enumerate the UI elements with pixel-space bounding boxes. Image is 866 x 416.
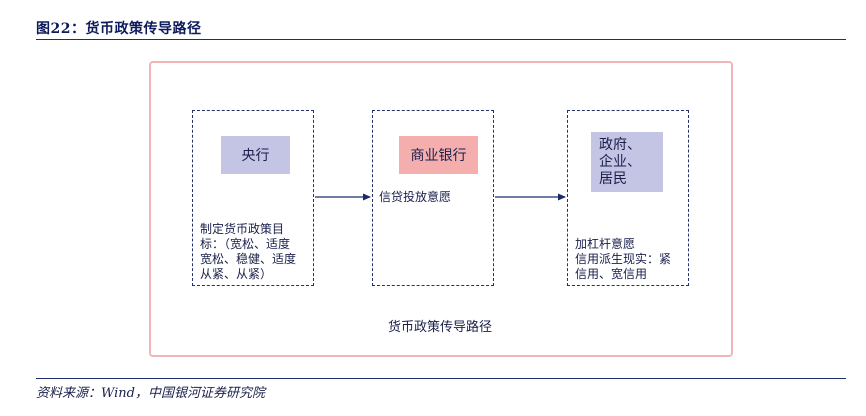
- agents-label-line-1: 政府、: [599, 136, 641, 153]
- stage-commercial-bank: [372, 110, 494, 286]
- economic-agents-node: 政府、 企业、 居民: [591, 132, 663, 192]
- commercial-bank-node: 商业银行: [399, 136, 478, 174]
- header-divider: [36, 39, 846, 40]
- diagram-caption: 货币政策传导路径: [387, 320, 492, 335]
- central-bank-node: 央行: [221, 136, 290, 174]
- central-bank-description: 制定货币政策目 标：（宽松、适度 宽松、稳健、适度 从紧、从紧）: [200, 222, 297, 281]
- source-note: 资料来源：Wind，中国银河证券研究院: [36, 386, 265, 401]
- commercial-bank-description: 信贷投放意愿: [379, 190, 452, 204]
- economic-agents-description: 加杠杆意愿 信用派生现实：紧 信用、宽信用: [575, 237, 672, 281]
- central-bank-label: 央行: [241, 148, 270, 164]
- footer-divider: [36, 378, 846, 379]
- diagram-frame: [149, 61, 733, 357]
- commercial-bank-label: 商业银行: [410, 148, 467, 164]
- agents-label-line-3: 居民: [599, 170, 627, 187]
- agents-label-line-2: 企业、: [599, 153, 641, 170]
- stage-central-bank: [192, 110, 314, 286]
- stage-economic-agents: [567, 110, 689, 286]
- figure-title: 图22：货币政策传导路径: [36, 21, 202, 37]
